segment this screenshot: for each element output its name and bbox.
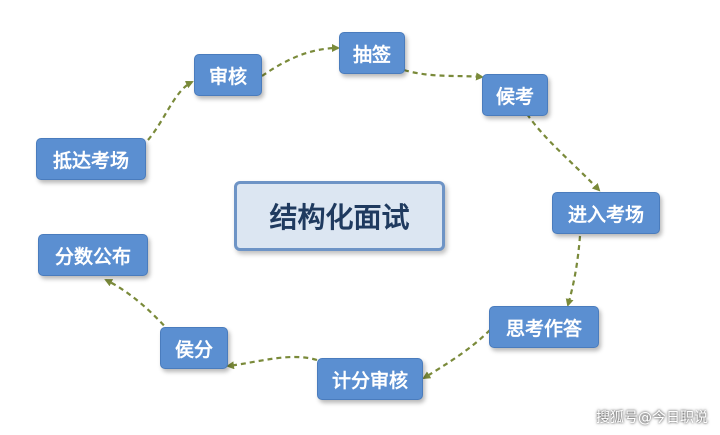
node-sikao: 思考作答 <box>489 306 599 348</box>
node-houkao: 候考 <box>482 74 548 116</box>
arrow-shenhe-to-chouqian <box>261 44 340 77</box>
node-jinru: 进入考场 <box>552 192 660 234</box>
arrow-dida-to-shenhe <box>147 80 194 141</box>
arrow-jinru-to-sikao <box>565 235 582 307</box>
node-dida: 抵达考场 <box>36 138 146 180</box>
node-jifen: 计分审核 <box>317 358 423 400</box>
node-shenhe: 审核 <box>194 54 262 96</box>
diagram-title: 结构化面试 <box>234 181 445 251</box>
arrow-sikao-to-jifen <box>422 329 491 380</box>
arrow-houkao-to-jinru <box>526 113 601 192</box>
arrow-chouqian-to-houkao <box>403 68 484 81</box>
arrow-houfen-to-fenshu <box>104 279 171 333</box>
node-houfen: 侯分 <box>160 327 228 369</box>
watermark: 搜狐号@今日职说 <box>596 410 708 426</box>
arrow-jifen-to-houfen <box>226 355 318 370</box>
node-fenshu: 分数公布 <box>38 234 148 276</box>
node-chouqian: 抽签 <box>339 32 405 74</box>
